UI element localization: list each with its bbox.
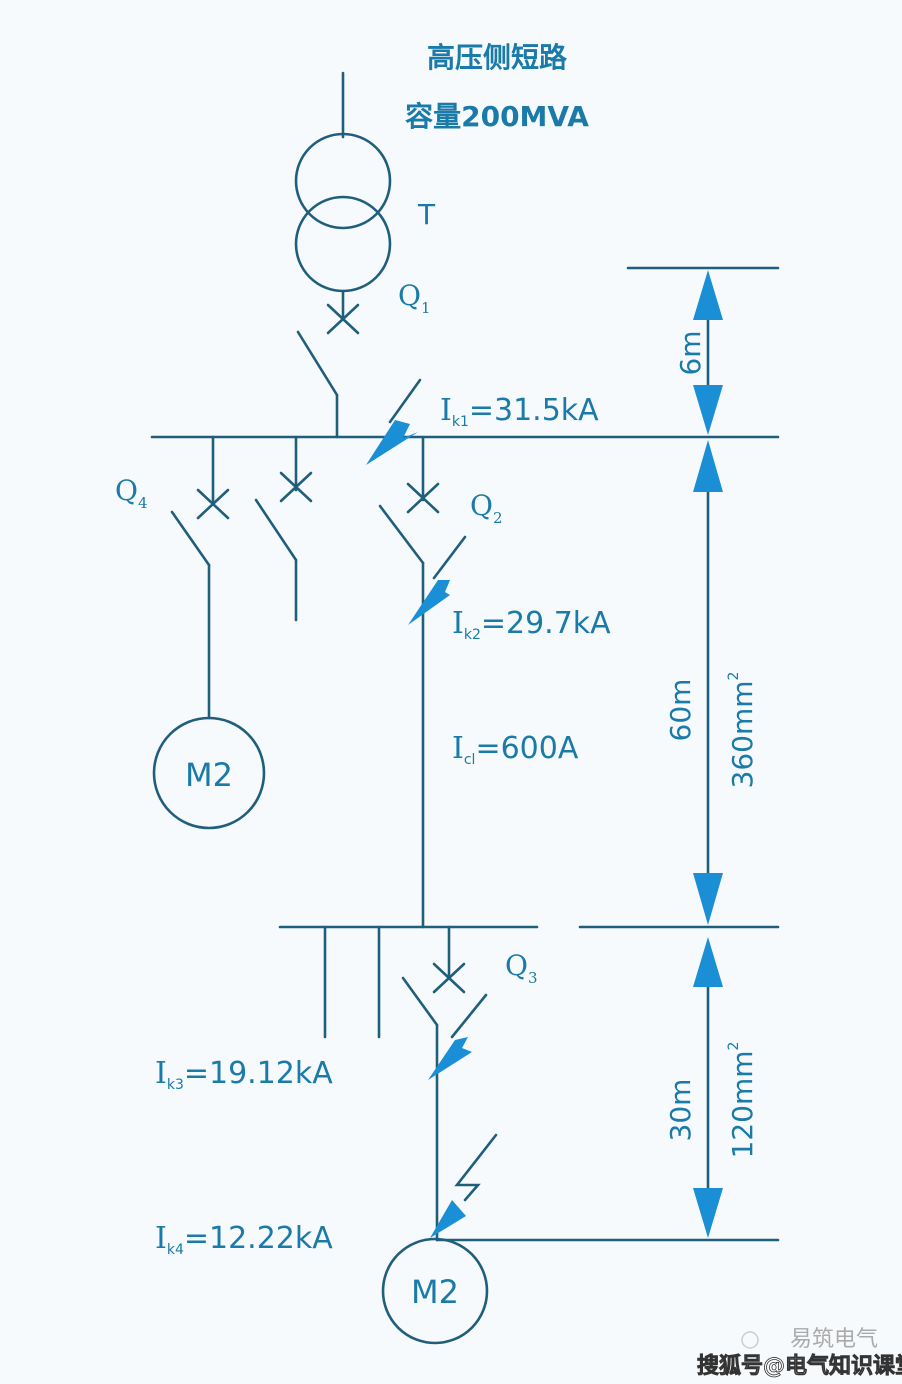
arrow-up-icon: [693, 937, 723, 987]
motor-upper: [152, 716, 266, 830]
breaker-q1: [296, 289, 360, 439]
motor-lower: [381, 1237, 489, 1345]
q1-label: Q1: [398, 279, 431, 317]
fault-k3-symbol: [428, 993, 488, 1080]
feeder-spare: [254, 435, 313, 622]
title-line1: 高压侧短路: [427, 41, 568, 74]
seg2-length: 60m: [664, 679, 697, 742]
transformer-label: T: [417, 198, 436, 231]
wechat-icon: [741, 1331, 759, 1349]
dimension-seg2: [693, 440, 723, 925]
fault-k1-symbol: [366, 378, 422, 465]
title-line2: 容量200MVA: [405, 100, 589, 133]
watermark-line1: 易筑电气: [790, 1327, 878, 1352]
lightning-arrow-icon: [428, 1037, 472, 1080]
watermark-line2: 搜狐号@电气知识课堂: [697, 1353, 902, 1379]
motor-lower-label: M2: [411, 1273, 459, 1311]
seg1-length: 6m: [674, 330, 707, 375]
dimension-seg3: [693, 937, 723, 1238]
feeder-q4: [170, 435, 230, 720]
fault-k2-label: Ik2=29.7kA: [452, 606, 611, 643]
load-current-label: Icl=600A: [452, 731, 579, 768]
q4-label: Q4: [115, 474, 148, 512]
watermark: 易筑电气 搜狐号@电气知识课堂: [697, 1327, 902, 1379]
seg3-length: 30m: [664, 1079, 697, 1142]
motor-upper-label: M2: [185, 756, 233, 794]
arrow-down-icon: [693, 873, 723, 925]
lightning-arrow-icon: [408, 580, 450, 625]
q3-label: Q3: [505, 949, 538, 987]
lightning-arrow-icon: [366, 420, 418, 465]
arrow-up-icon: [693, 440, 723, 492]
arrow-up-icon: [693, 270, 723, 320]
arrow-down-icon: [693, 385, 723, 435]
transformer-primary-winding: [294, 132, 392, 230]
fault-k4-label: Ik4=12.22kA: [155, 1221, 333, 1258]
feeder-q3: [401, 925, 466, 1242]
fault-k2-symbol: [408, 535, 467, 625]
arrow-down-icon: [693, 1188, 723, 1238]
fault-k4-symbol: [430, 1133, 498, 1238]
lightning-arrow-icon: [430, 1200, 466, 1238]
seg3-cross-section: 120mm2: [726, 1042, 759, 1159]
seg2-cross-section: 360mm2: [726, 672, 759, 789]
fault-k3-label: Ik3=19.12kA: [155, 1056, 333, 1093]
transformer-symbol: [294, 71, 392, 293]
q2-label: Q2: [470, 489, 503, 527]
transformer-secondary-winding: [294, 195, 392, 293]
fault-k1-label: Ik1=31.5kA: [440, 393, 599, 430]
feeder-q2: [378, 435, 440, 929]
dimension-seg1: [693, 270, 723, 435]
